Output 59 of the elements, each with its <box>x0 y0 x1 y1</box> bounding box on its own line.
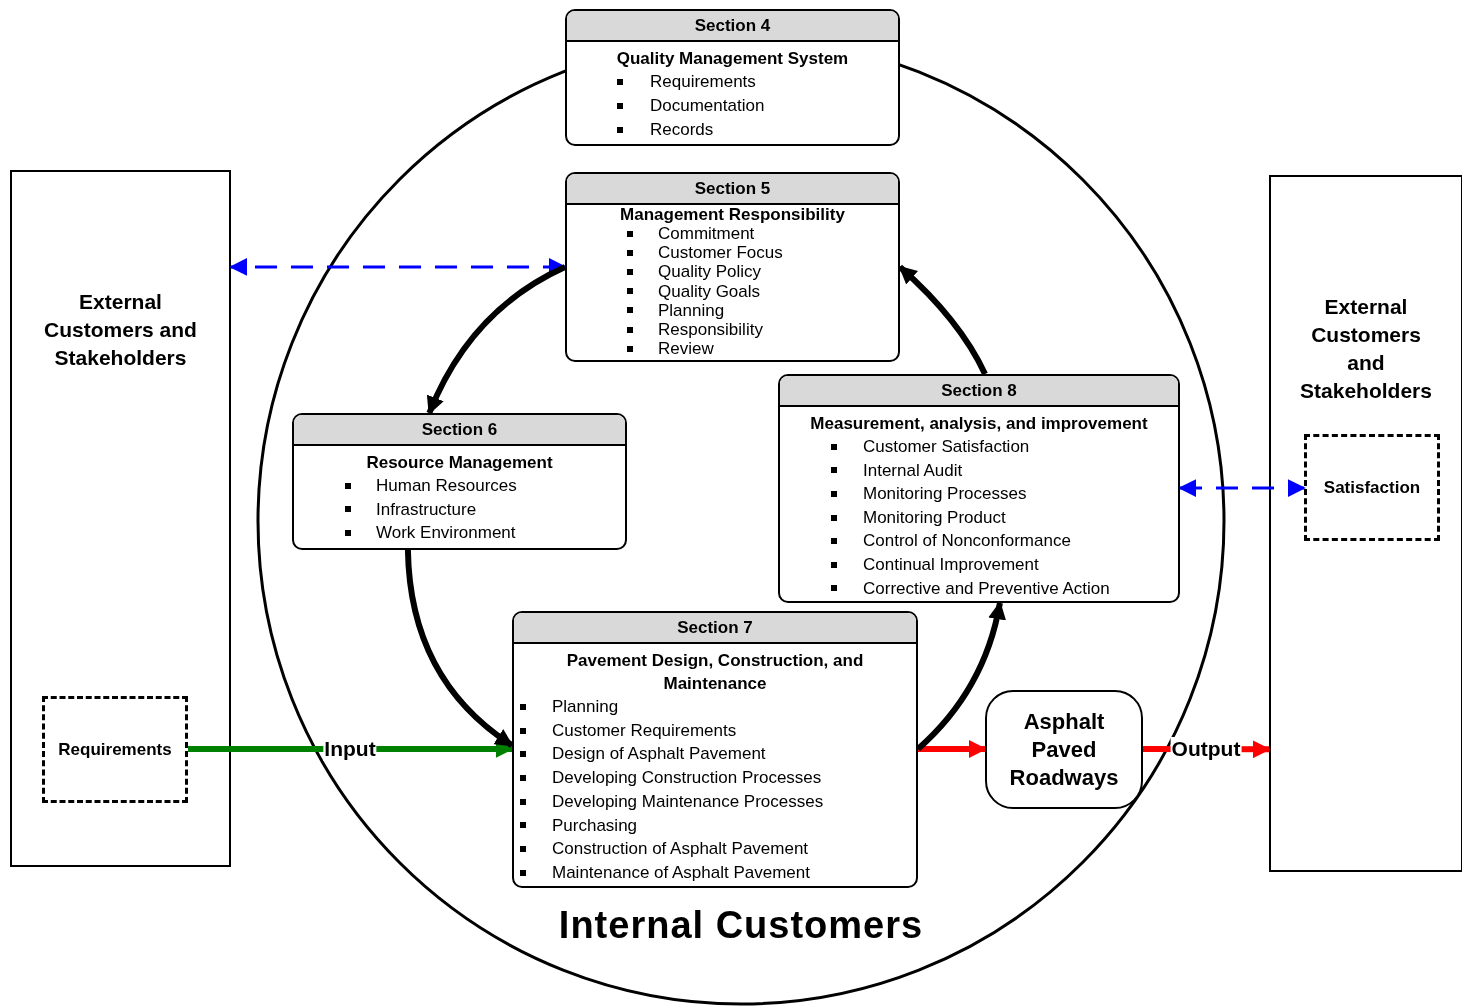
bullet-item: Purchasing <box>514 813 916 838</box>
arrow <box>229 257 567 276</box>
bullet-item: Records <box>567 118 898 142</box>
bullet-item: Quality Policy <box>567 262 898 282</box>
bullet-item: Internal Audit <box>780 458 1178 483</box>
bullet-item: Maintenance of Asphalt Pavement <box>514 860 916 885</box>
section-title: Measurement, analysis, and improvement <box>809 413 1149 435</box>
bullet-item: Developing Maintenance Processes <box>514 789 916 814</box>
bullet-item: Developing Construction Processes <box>514 766 916 790</box>
dashed-box: Requirements <box>42 696 188 803</box>
arrow <box>1178 479 1306 498</box>
section-box <box>512 611 918 888</box>
section-box <box>778 374 1180 603</box>
bullet-item: Responsibility <box>567 320 898 340</box>
arrow <box>915 601 1006 752</box>
circle-label: Internal Customers <box>557 904 925 947</box>
stakeholder-panel <box>10 170 231 867</box>
arrow <box>918 740 987 758</box>
bullet-item: Commitment <box>567 224 898 244</box>
section-box <box>292 413 627 550</box>
section-header: Section 7 <box>514 613 916 644</box>
bullet-item: Human Resources <box>294 474 625 498</box>
stakeholder-panel <box>1269 175 1462 872</box>
arrow <box>404 549 514 748</box>
section-box <box>565 9 900 146</box>
panel-heading: External Customers and Stakeholders <box>1299 294 1433 404</box>
edge-label: Output <box>1170 737 1242 762</box>
bullet-item: Customer Satisfaction <box>780 435 1178 459</box>
section-header: Section 8 <box>780 376 1178 407</box>
bullet-item: Infrastructure <box>294 497 625 521</box>
arrow <box>898 264 988 376</box>
output-box: Asphalt Paved Roadways <box>985 690 1143 809</box>
section-title: Resource Management <box>365 452 554 474</box>
section-title: Management Responsibility <box>619 205 846 224</box>
section-header: Section 6 <box>294 415 625 446</box>
section-header: Section 5 <box>567 174 898 205</box>
bullet-item: Corrective and Preventive Action <box>780 576 1178 601</box>
bullet-item: Requirements <box>567 70 898 94</box>
bullet-item: Continual Improvement <box>780 552 1178 577</box>
bullet-item: Control of Nonconformance <box>780 529 1178 553</box>
section-header: Section 4 <box>567 11 898 42</box>
section-box <box>565 172 900 362</box>
bullet-item: Customer Focus <box>567 243 898 263</box>
bullet-item: Monitoring Processes <box>780 482 1178 506</box>
bullet-item: Quality Goals <box>567 281 898 301</box>
bullet-item: Documentation <box>567 94 898 118</box>
bullet-item: Planning <box>514 695 916 719</box>
bullet-item: Monitoring Product <box>780 505 1178 530</box>
bullet-item: Design of Asphalt Pavement <box>514 742 916 767</box>
bullet-item: Planning <box>567 300 898 320</box>
bullet-item: Customer Requirements <box>514 718 916 743</box>
section-title: Quality Management System <box>615 48 850 70</box>
dashed-box: Satisfaction <box>1304 434 1440 541</box>
bullet-item: Construction of Asphalt Pavement <box>514 837 916 861</box>
bullet-item: Review <box>567 339 898 359</box>
arrow <box>426 264 567 415</box>
panel-heading: External Customers and Stakeholders <box>43 289 198 371</box>
section-title: Pavement Design, Construction, and Maintenance <box>565 650 865 695</box>
bullet-item: Work Environment <box>294 521 625 545</box>
